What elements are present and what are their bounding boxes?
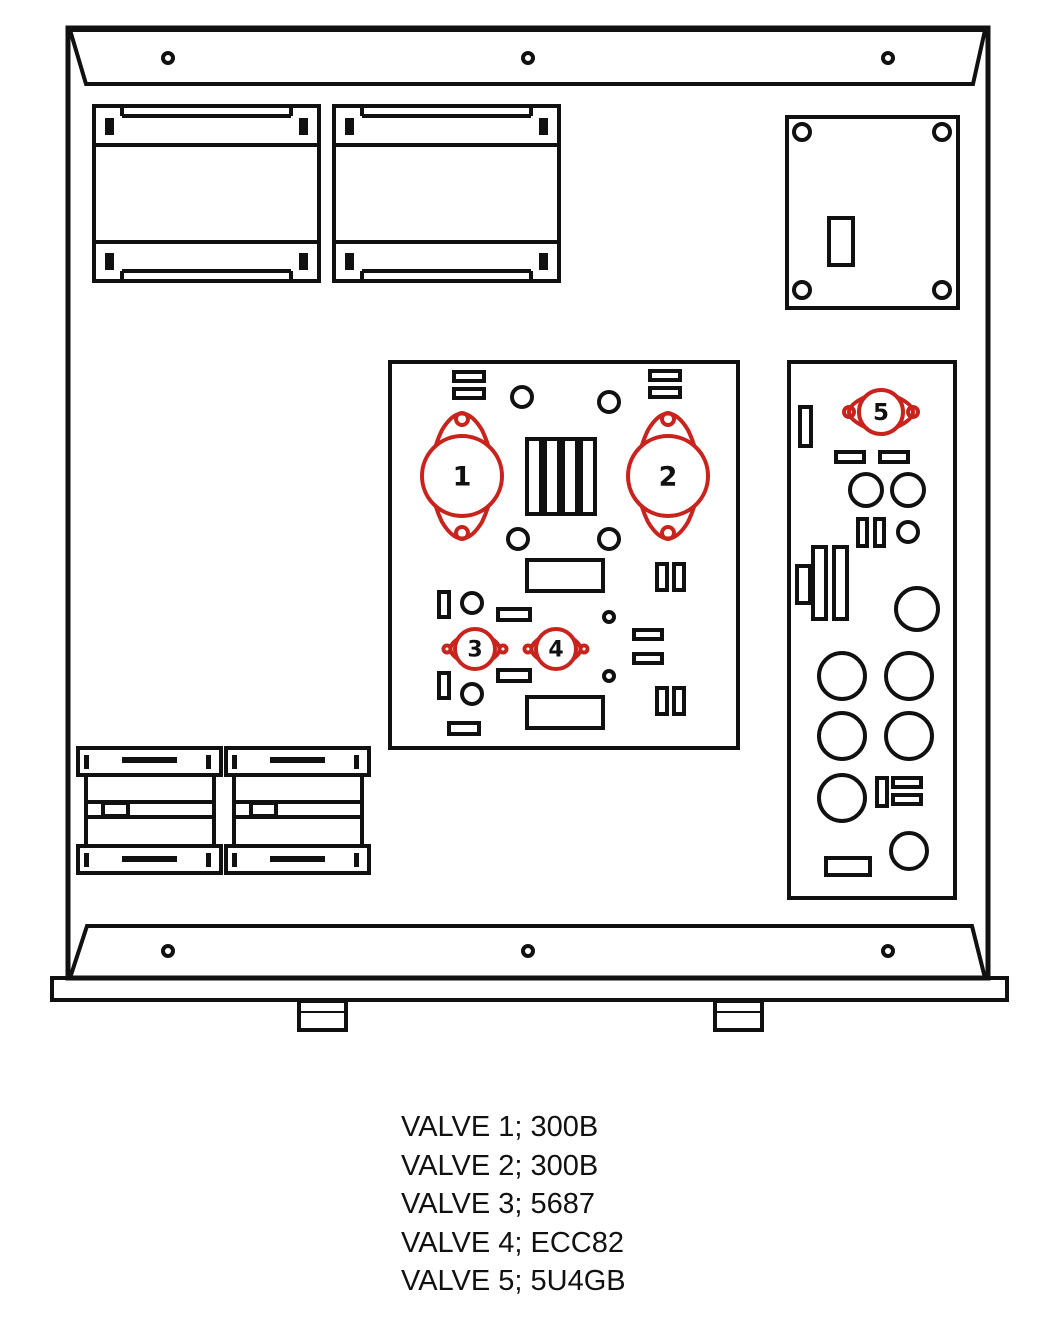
valve-number-3: 3 [467, 638, 482, 663]
front-screw-hole [521, 944, 535, 958]
chassis [50, 25, 1009, 1032]
valve-socket-5: 5 [842, 388, 920, 436]
rear-screw-hole [161, 51, 175, 65]
valve-number-4: 4 [548, 638, 563, 663]
amplifier-top-view-diagram: 1 2 3 4 5 [50, 25, 1009, 1032]
valve-number-2: 2 [659, 462, 678, 493]
power-supply-board [787, 360, 957, 900]
legend-item-valve-2: VALVE 2; 300B [401, 1149, 599, 1182]
amplifier-board [388, 360, 740, 750]
front-screw-hole [881, 944, 895, 958]
legend-item-valve-4: VALVE 4; ECC82 [401, 1226, 624, 1259]
choke-left [76, 746, 223, 875]
front-knob [713, 999, 764, 1032]
output-transformer-right [332, 104, 561, 283]
valve-legend: VALVE 1; 300B VALVE 2; 300B VALVE 3; 568… [401, 1108, 626, 1301]
rear-screw-hole [521, 51, 535, 65]
front-screw-hole [161, 944, 175, 958]
valve-socket-4: 4 [522, 627, 590, 671]
valve-number-5: 5 [873, 400, 889, 426]
valve-socket-3: 3 [441, 627, 509, 671]
power-transformer-plate [785, 115, 960, 310]
legend-item-valve-1: VALVE 1; 300B [401, 1111, 599, 1143]
legend-item-valve-3: VALVE 3; 5687 [401, 1188, 596, 1220]
choke-right [224, 746, 371, 875]
legend-item-valve-5: VALVE 5; 5U4GB [401, 1265, 626, 1297]
valve-socket-2: 2 [626, 411, 710, 541]
front-flange [68, 924, 987, 979]
output-transformer-left [92, 104, 321, 283]
front-knob [297, 999, 348, 1032]
rear-flange [67, 28, 988, 86]
rear-screw-hole [881, 51, 895, 65]
valve-socket-1: 1 [420, 411, 504, 541]
front-panel [50, 976, 1009, 1002]
valve-number-1: 1 [453, 462, 472, 493]
